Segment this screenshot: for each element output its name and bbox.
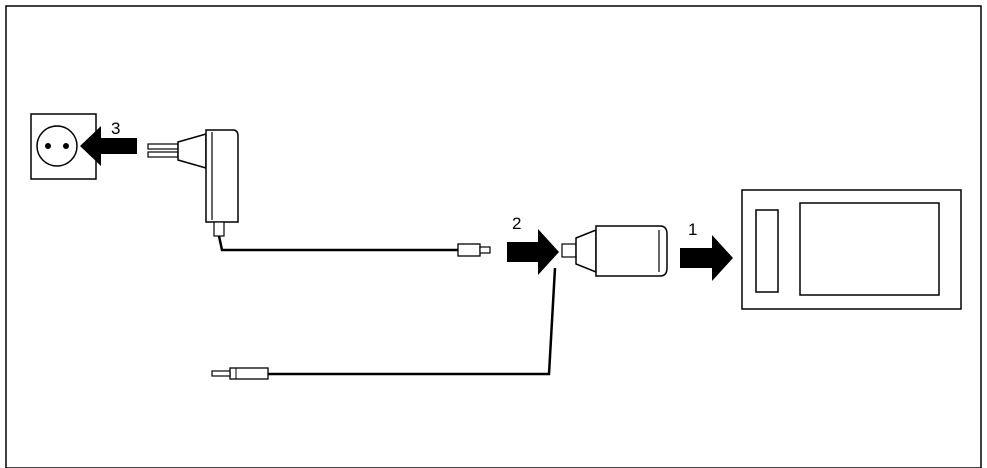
arrow-1-icon xyxy=(680,235,733,281)
step-3-label: 3 xyxy=(111,119,120,138)
dc-plug-icon xyxy=(457,243,491,257)
sync-connector-icon xyxy=(561,225,668,277)
bottom-plug-icon xyxy=(211,367,269,380)
arrow-2-icon xyxy=(507,229,559,275)
arrow-3-icon xyxy=(80,126,137,166)
power-adapter-icon xyxy=(147,129,239,237)
pda-device-icon xyxy=(741,189,962,310)
step-1-label: 1 xyxy=(688,220,697,239)
sync-cable xyxy=(268,267,557,376)
wall-socket-icon xyxy=(30,113,97,180)
step-2-label: 2 xyxy=(512,214,521,233)
adapter-cable xyxy=(217,235,458,252)
